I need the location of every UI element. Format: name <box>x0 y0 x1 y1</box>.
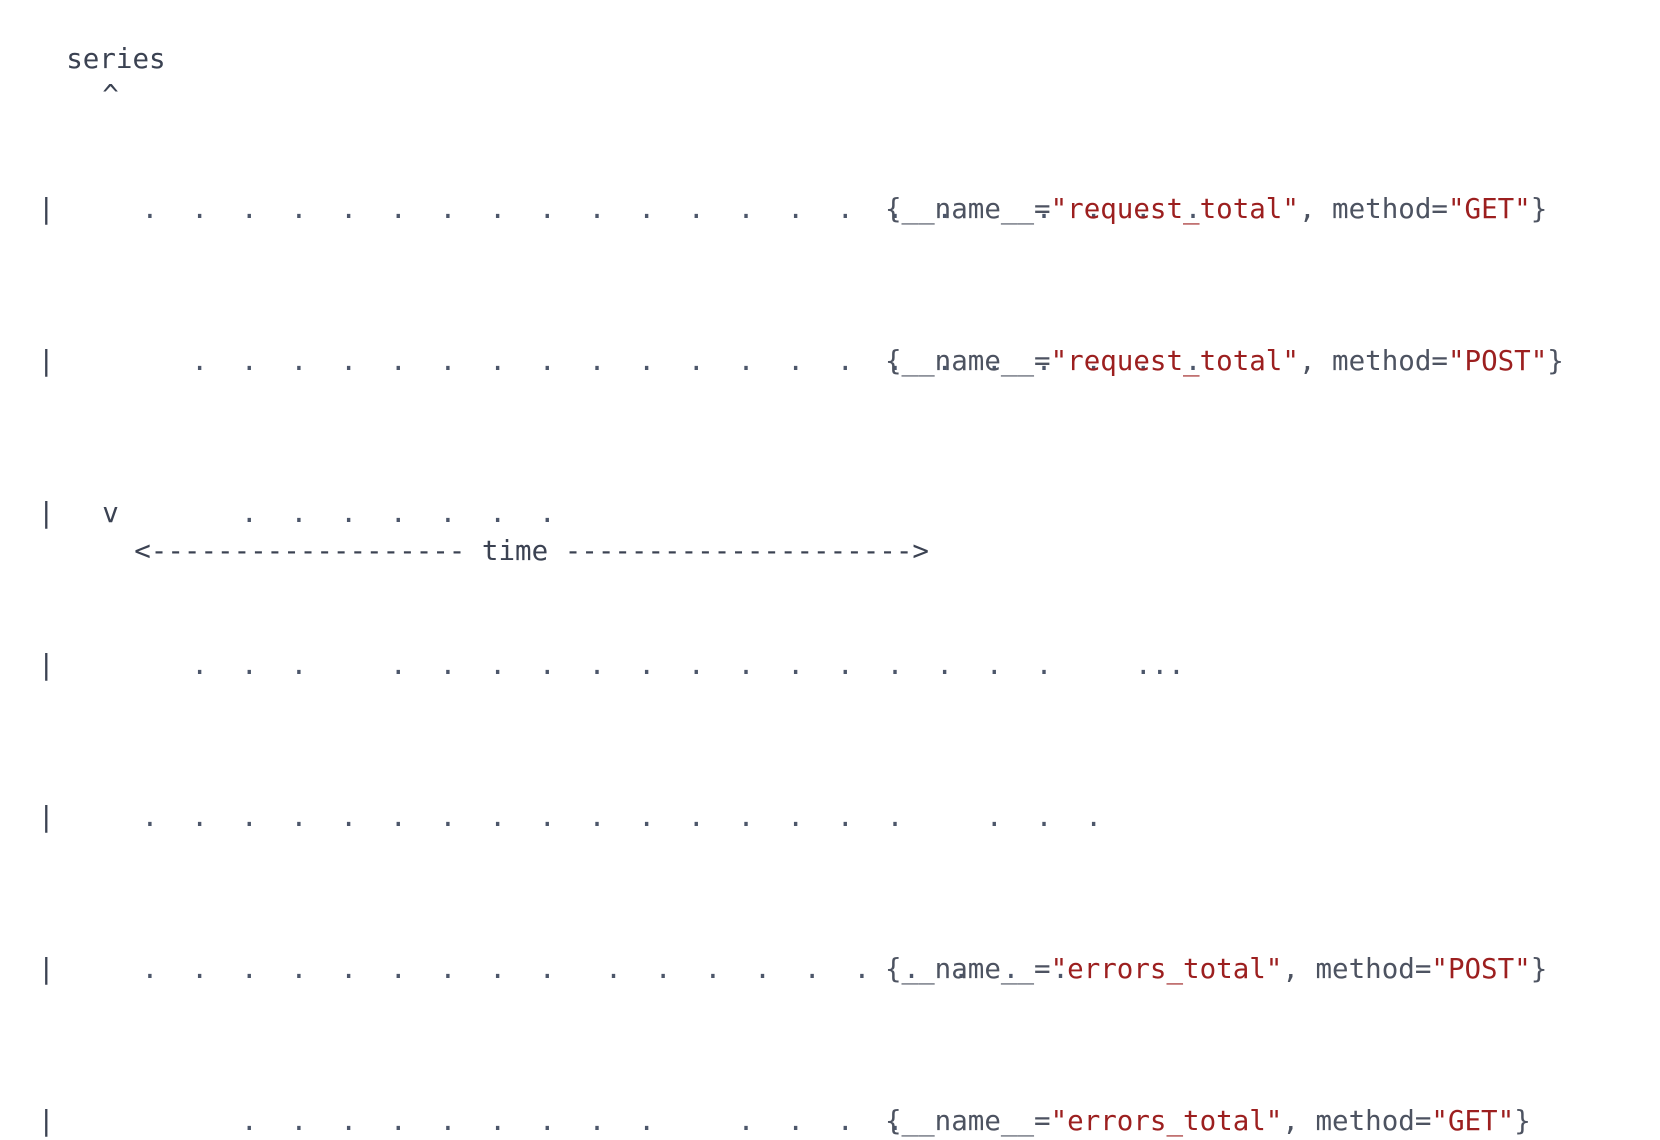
label-string-value: "GET" <box>1431 1105 1515 1137</box>
series-row: | . . . . . . . . . . . . . . . . . . . … <box>0 190 1547 228</box>
label-punctuation: } <box>1514 1105 1531 1137</box>
label-string-value: "request_total" <box>1050 193 1299 225</box>
sample-dots: . . . . . . . . . . . . . . . . . . . <box>92 801 1136 833</box>
y-axis-up-arrow-icon: ^ <box>102 79 119 111</box>
series-row: | . . . . . . . . . . . . . . . . . . . <box>0 798 1102 836</box>
sample-dots: . . . . . . . . . . . . . . . . . <box>92 649 1086 681</box>
y-axis-tick: | <box>38 953 55 985</box>
series-label: {__name__="request_total", method="GET"} <box>885 190 1547 228</box>
sample-dots: . . . . . . . . . . . . . <box>92 1105 937 1137</box>
y-axis-tick: | <box>38 193 55 225</box>
label-punctuation: , method= <box>1282 1105 1432 1137</box>
series-row: | . . . . . . . <box>0 494 556 532</box>
series-row: | . . . . . . . . . . . . . . . . . ... <box>0 646 1185 684</box>
y-axis-tick: | <box>38 801 55 833</box>
label-punctuation: {__name__= <box>885 193 1051 225</box>
label-punctuation: , method= <box>1282 953 1432 985</box>
ascii-diagram-canvas: series ^ | . . . . . . . . . . . . . . .… <box>0 2 1564 1137</box>
series-row: | . . . . . . . . . . . . . {__name__="e… <box>0 1102 1531 1140</box>
label-punctuation: , method= <box>1298 345 1448 377</box>
label-string-value: "POST" <box>1447 345 1548 377</box>
label-punctuation: } <box>1547 345 1564 377</box>
sample-dots: . . . . . . . . . . . . . . . . . . . . … <box>92 345 1235 377</box>
label-punctuation: } <box>1530 193 1548 225</box>
label-punctuation: {__name__= <box>885 953 1051 985</box>
y-axis-down-arrow-icon: v <box>102 497 119 529</box>
y-axis-tick: | <box>38 649 55 681</box>
label-punctuation: } <box>1530 953 1548 985</box>
x-axis-line: <------------------- time --------------… <box>134 535 929 567</box>
series-label: {__name__="errors_total", method="POST"} <box>885 950 1547 988</box>
label-punctuation: , method= <box>1298 193 1448 225</box>
y-axis-up-arrow-row: ^ <box>36 38 119 111</box>
y-axis-tick: | <box>38 345 55 377</box>
sample-dots: . . . . . . . . . . . . . . . . . . . . … <box>92 193 1235 225</box>
series-rows: | . . . . . . . . . . . . . . . . . . . … <box>0 76 1564 1140</box>
label-punctuation: {__name__= <box>885 345 1051 377</box>
sample-dots: . . . . . . . <box>92 497 556 529</box>
label-punctuation: {__name__= <box>885 1105 1051 1137</box>
series-label: {__name__="errors_total", method="GET"} <box>885 1102 1531 1140</box>
label-string-value: "errors_total" <box>1050 953 1283 985</box>
label-string-value: "POST" <box>1431 953 1531 985</box>
series-row: | . . . . . . . . . . . . . . . . . . . … <box>0 342 1564 380</box>
ellipsis-separator: ... <box>1135 649 1185 681</box>
series-label: {__name__="request_total", method="POST"… <box>885 342 1564 380</box>
series-label-ellipsis: ... <box>1135 646 1185 684</box>
x-axis-row: <------------------- time --------------… <box>68 494 929 567</box>
label-string-value: "GET" <box>1447 193 1531 225</box>
y-axis-label: series <box>66 43 166 75</box>
label-string-value: "errors_total" <box>1050 1105 1283 1137</box>
y-axis-tick: | <box>38 497 55 529</box>
label-string-value: "request_total" <box>1050 345 1299 377</box>
y-axis-tick: | <box>38 1105 55 1137</box>
y-axis-down-arrow-row: v <box>36 456 119 529</box>
series-row: | . . . . . . . . . . . . . . . . . . . … <box>0 950 1547 988</box>
y-axis-title-row: series <box>0 2 165 75</box>
